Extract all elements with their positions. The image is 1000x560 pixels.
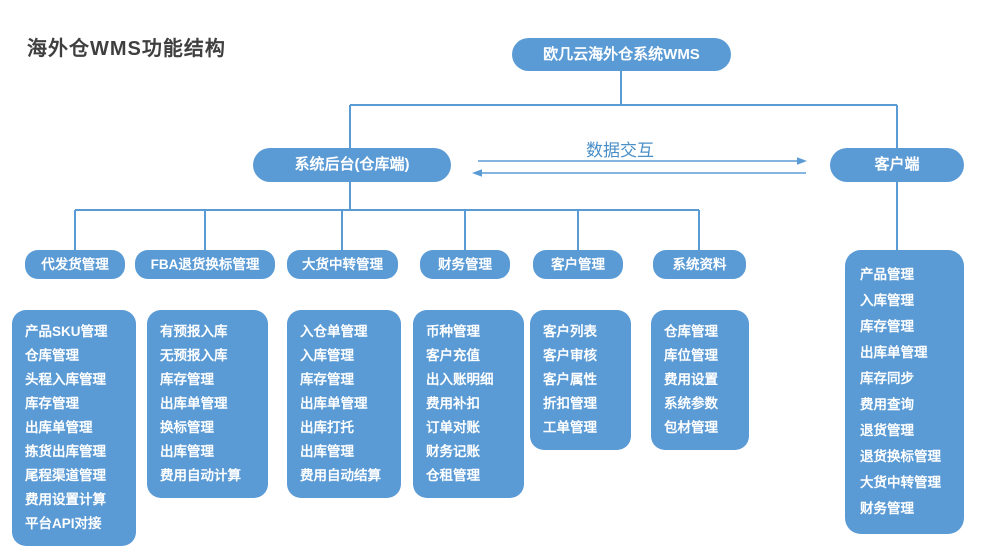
list-item: 折扣管理 [543,396,597,411]
tree-connectors [74,71,898,251]
list-item: 工单管理 [543,420,597,435]
list-item: 费用查询 [860,397,914,412]
category-dropship-management: 代发货管理 [25,250,125,279]
category-customer: 客户管理 [533,250,623,279]
list-item: 出库单管理 [860,345,928,360]
list-item: 出库管理 [160,444,214,459]
data-exchange-label: 数据交互 [586,141,654,160]
client-node: 客户端 [830,148,964,182]
list-item: 费用自动结算 [300,468,381,483]
list-item: 客户充值 [426,348,480,363]
backend-node: 系统后台(仓库端) [253,148,451,182]
list-bulk-transfer-items: 入仓单管理入库管理库存管理出库单管理出库打托出库管理费用自动结算 [287,310,401,498]
list-item: 包材管理 [664,420,718,435]
list-item: 库存管理 [160,372,214,387]
list-item: 出库单管理 [160,396,228,411]
list-item: 出库单管理 [300,396,368,411]
list-item: 尾程渠道管理 [25,468,106,483]
list-item: 出入账明细 [426,372,494,387]
list-item: 财务管理 [860,501,914,516]
list-dropship-items: 产品SKU管理仓库管理头程入库管理库存管理出库单管理拣货出库管理尾程渠道管理费用… [12,310,136,546]
list-item: 库位管理 [664,348,718,363]
list-item: 费用自动计算 [160,468,241,483]
arrow-right-head-icon [797,157,807,165]
list-item: 订单对账 [426,420,480,435]
list-item: 拣货出库管理 [25,444,106,459]
list-fba-return-items: 有预报入库无预报入库库存管理出库单管理换标管理出库管理费用自动计算 [147,310,268,498]
list-item: 入库管理 [300,348,354,363]
list-item: 出库管理 [300,444,354,459]
arrow-left-head-icon [472,169,482,177]
list-item: 换标管理 [160,420,214,435]
list-item: 客户审核 [543,348,597,363]
list-item: 费用设置计算 [25,492,106,507]
list-item: 费用补扣 [426,396,480,411]
list-item: 大货中转管理 [860,475,941,490]
list-item: 产品SKU管理 [25,324,108,339]
list-item: 平台API对接 [25,516,102,531]
list-item: 退货管理 [860,423,914,438]
category-bulk-transfer: 大货中转管理 [287,250,398,279]
list-item: 头程入库管理 [25,372,106,387]
list-item: 库存管理 [25,396,79,411]
list-item: 退货换标管理 [860,449,941,464]
list-item: 币种管理 [426,324,480,339]
root-node-wms-system: 欧几云海外仓系统WMS [512,38,731,71]
list-customer-items: 客户列表客户审核客户属性折扣管理工单管理 [530,310,631,450]
list-item: 有预报入库 [160,324,228,339]
category-finance: 财务管理 [420,250,510,279]
list-item: 仓租管理 [426,468,480,483]
category-system-data: 系统资料 [653,250,746,279]
list-item: 客户列表 [543,324,597,339]
list-item: 仓库管理 [664,324,718,339]
list-item: 客户属性 [543,372,597,387]
list-item: 库存管理 [860,319,914,334]
list-item: 入仓单管理 [300,324,368,339]
list-item: 无预报入库 [160,348,228,363]
list-system-data-items: 仓库管理库位管理费用设置系统参数包材管理 [651,310,749,450]
page-title: 海外仓WMS功能结构 [27,38,226,60]
list-item: 库存同步 [860,371,914,386]
list-item: 仓库管理 [25,348,79,363]
list-item: 产品管理 [860,267,914,282]
list-item: 入库管理 [860,293,914,308]
client-feature-list: 产品管理入库管理库存管理出库单管理库存同步费用查询退货管理退货换标管理大货中转管… [845,250,964,534]
list-finance-items: 币种管理客户充值出入账明细费用补扣订单对账财务记账仓租管理 [413,310,524,498]
list-item: 系统参数 [664,396,718,411]
list-item: 库存管理 [300,372,354,387]
list-item: 出库打托 [300,420,354,435]
list-item: 财务记账 [426,444,480,459]
list-item: 费用设置 [664,372,718,387]
list-item: 出库单管理 [25,420,93,435]
category-fba-return-relabel: FBA退货换标管理 [135,250,275,279]
